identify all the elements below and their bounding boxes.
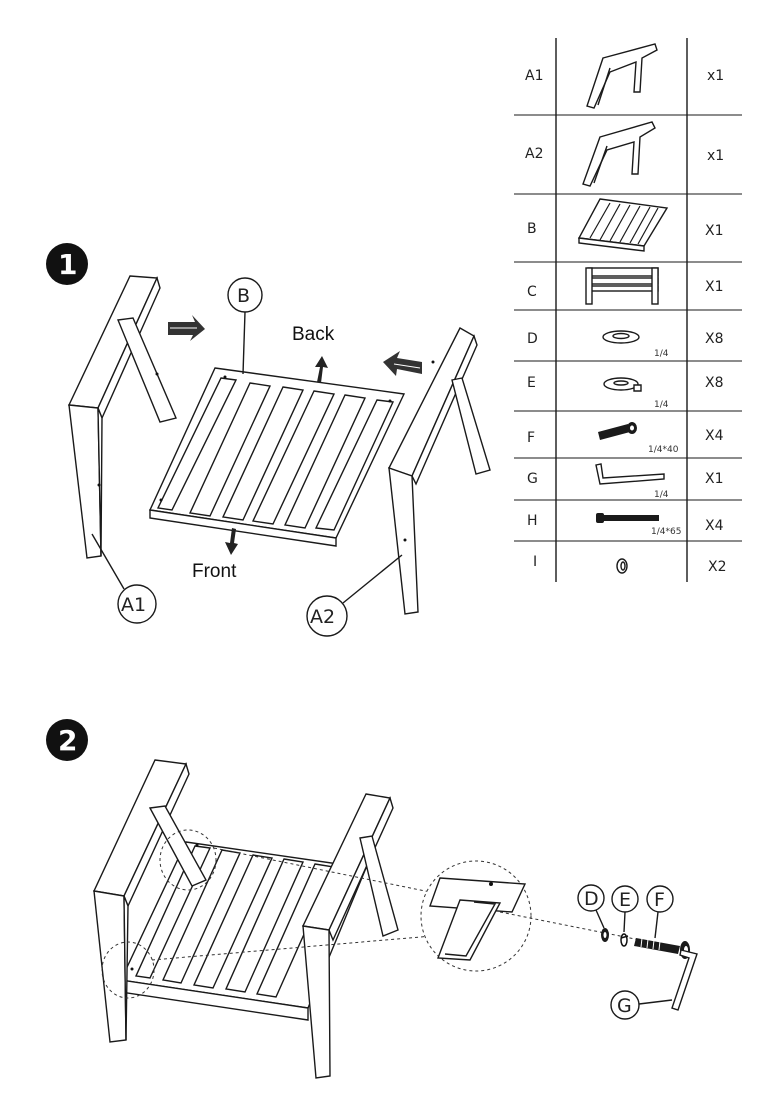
part-qty-b: X1 xyxy=(705,223,724,239)
part-id-d: D xyxy=(527,331,538,347)
parts-row-h: H 1/4*65 X4 xyxy=(527,513,724,537)
parts-row-a2: A2 x1 xyxy=(525,121,724,187)
parts-table: A1 x1 A2 x1 B xyxy=(514,38,742,582)
part-qty-h: X4 xyxy=(705,518,724,534)
callout-e: E xyxy=(611,885,639,933)
part-qty-c: X1 xyxy=(705,279,724,295)
part-id-a2: A2 xyxy=(525,146,543,162)
spring-washer-icon xyxy=(603,377,642,392)
callout-d: D xyxy=(577,884,605,929)
parts-row-c: C X1 xyxy=(527,267,724,305)
part-qty-d: X8 xyxy=(705,331,724,347)
part-id-h: H xyxy=(527,513,538,529)
part-id-e: E xyxy=(527,375,536,391)
part-qty-f: X4 xyxy=(705,428,724,444)
detail-circle-lower xyxy=(101,941,155,999)
callout-a1-label: A1 xyxy=(121,594,146,616)
callout-f: F xyxy=(646,885,674,939)
part-id-g: G xyxy=(527,471,538,487)
part-spec-g: 1/4 xyxy=(654,490,669,500)
part-spec-f: 1/4*40 xyxy=(648,445,679,455)
step-1-number: 1 xyxy=(58,248,77,281)
left-frame xyxy=(92,759,207,1043)
part-id-c: C xyxy=(527,284,537,300)
right-frame xyxy=(301,793,399,1079)
bolt-f xyxy=(634,937,690,959)
frame-leg-icon xyxy=(586,43,658,109)
detail-circle-upper xyxy=(159,829,217,891)
callout-e-label: E xyxy=(619,889,631,911)
callout-d-label: D xyxy=(584,888,599,910)
arrow-up-back-icon xyxy=(315,356,328,383)
step-1-badge: 1 xyxy=(46,243,88,285)
right-frame-a2 xyxy=(388,327,491,615)
step-2-illustration: D E F G xyxy=(92,759,698,1079)
parts-row-g: G 1/4 X1 xyxy=(527,463,724,500)
parts-row-d: D 1/4 X8 xyxy=(527,330,724,359)
spring-washer-e xyxy=(620,933,629,947)
callout-b: B xyxy=(227,277,263,375)
part-qty-g: X1 xyxy=(705,471,724,487)
step-2-badge: 2 xyxy=(46,719,88,761)
long-bolt-icon xyxy=(596,513,659,523)
part-id-a1: A1 xyxy=(525,68,543,84)
backrest-icon xyxy=(585,267,659,305)
arrow-down-front-icon xyxy=(225,528,238,555)
cap-icon xyxy=(616,558,628,574)
callout-a1: A1 xyxy=(91,533,157,624)
parts-row-i: I X2 xyxy=(533,554,727,575)
part-spec-h: 1/4*65 xyxy=(651,527,681,537)
part-qty-a1: x1 xyxy=(707,68,724,84)
parts-row-f: F 1/4*40 X4 xyxy=(527,422,724,455)
part-id-f: F xyxy=(527,430,535,446)
left-frame-a1 xyxy=(67,275,177,559)
callout-b-label: B xyxy=(237,285,250,307)
washer-d xyxy=(601,928,609,942)
part-qty-i: X2 xyxy=(708,559,727,575)
back-label: Back xyxy=(292,324,335,345)
part-qty-a2: x1 xyxy=(707,148,724,164)
callout-f-label: F xyxy=(654,889,665,911)
frame-leg-icon xyxy=(582,121,656,187)
part-qty-e: X8 xyxy=(705,375,724,391)
slatted-seat-icon xyxy=(577,198,669,252)
parts-row-e: E 1/4 X8 xyxy=(527,375,724,410)
flat-washer-icon xyxy=(602,330,640,344)
parts-row-a1: A1 x1 xyxy=(525,43,724,109)
step-1-illustration: Back Front B A1 A2 xyxy=(67,275,491,637)
part-spec-e: 1/4 xyxy=(654,400,669,410)
allen-key-icon xyxy=(595,463,665,485)
part-id-b: B xyxy=(527,221,537,237)
callout-a2-label: A2 xyxy=(310,606,335,628)
step-2-number: 2 xyxy=(58,724,77,757)
allen-key-g xyxy=(671,949,698,1011)
bolt-icon xyxy=(598,422,637,440)
arrow-left-icon xyxy=(383,351,422,376)
callout-g: G xyxy=(610,990,673,1020)
part-spec-d: 1/4 xyxy=(654,349,669,359)
callout-a2: A2 xyxy=(306,554,403,637)
magnified-detail xyxy=(420,860,532,972)
part-id-i: I xyxy=(533,554,537,570)
callout-g-label: G xyxy=(617,995,632,1017)
seat-panel-b xyxy=(148,367,406,547)
front-label: Front xyxy=(192,561,237,582)
parts-row-b: B X1 xyxy=(527,198,724,252)
arrow-right-icon xyxy=(168,315,205,341)
